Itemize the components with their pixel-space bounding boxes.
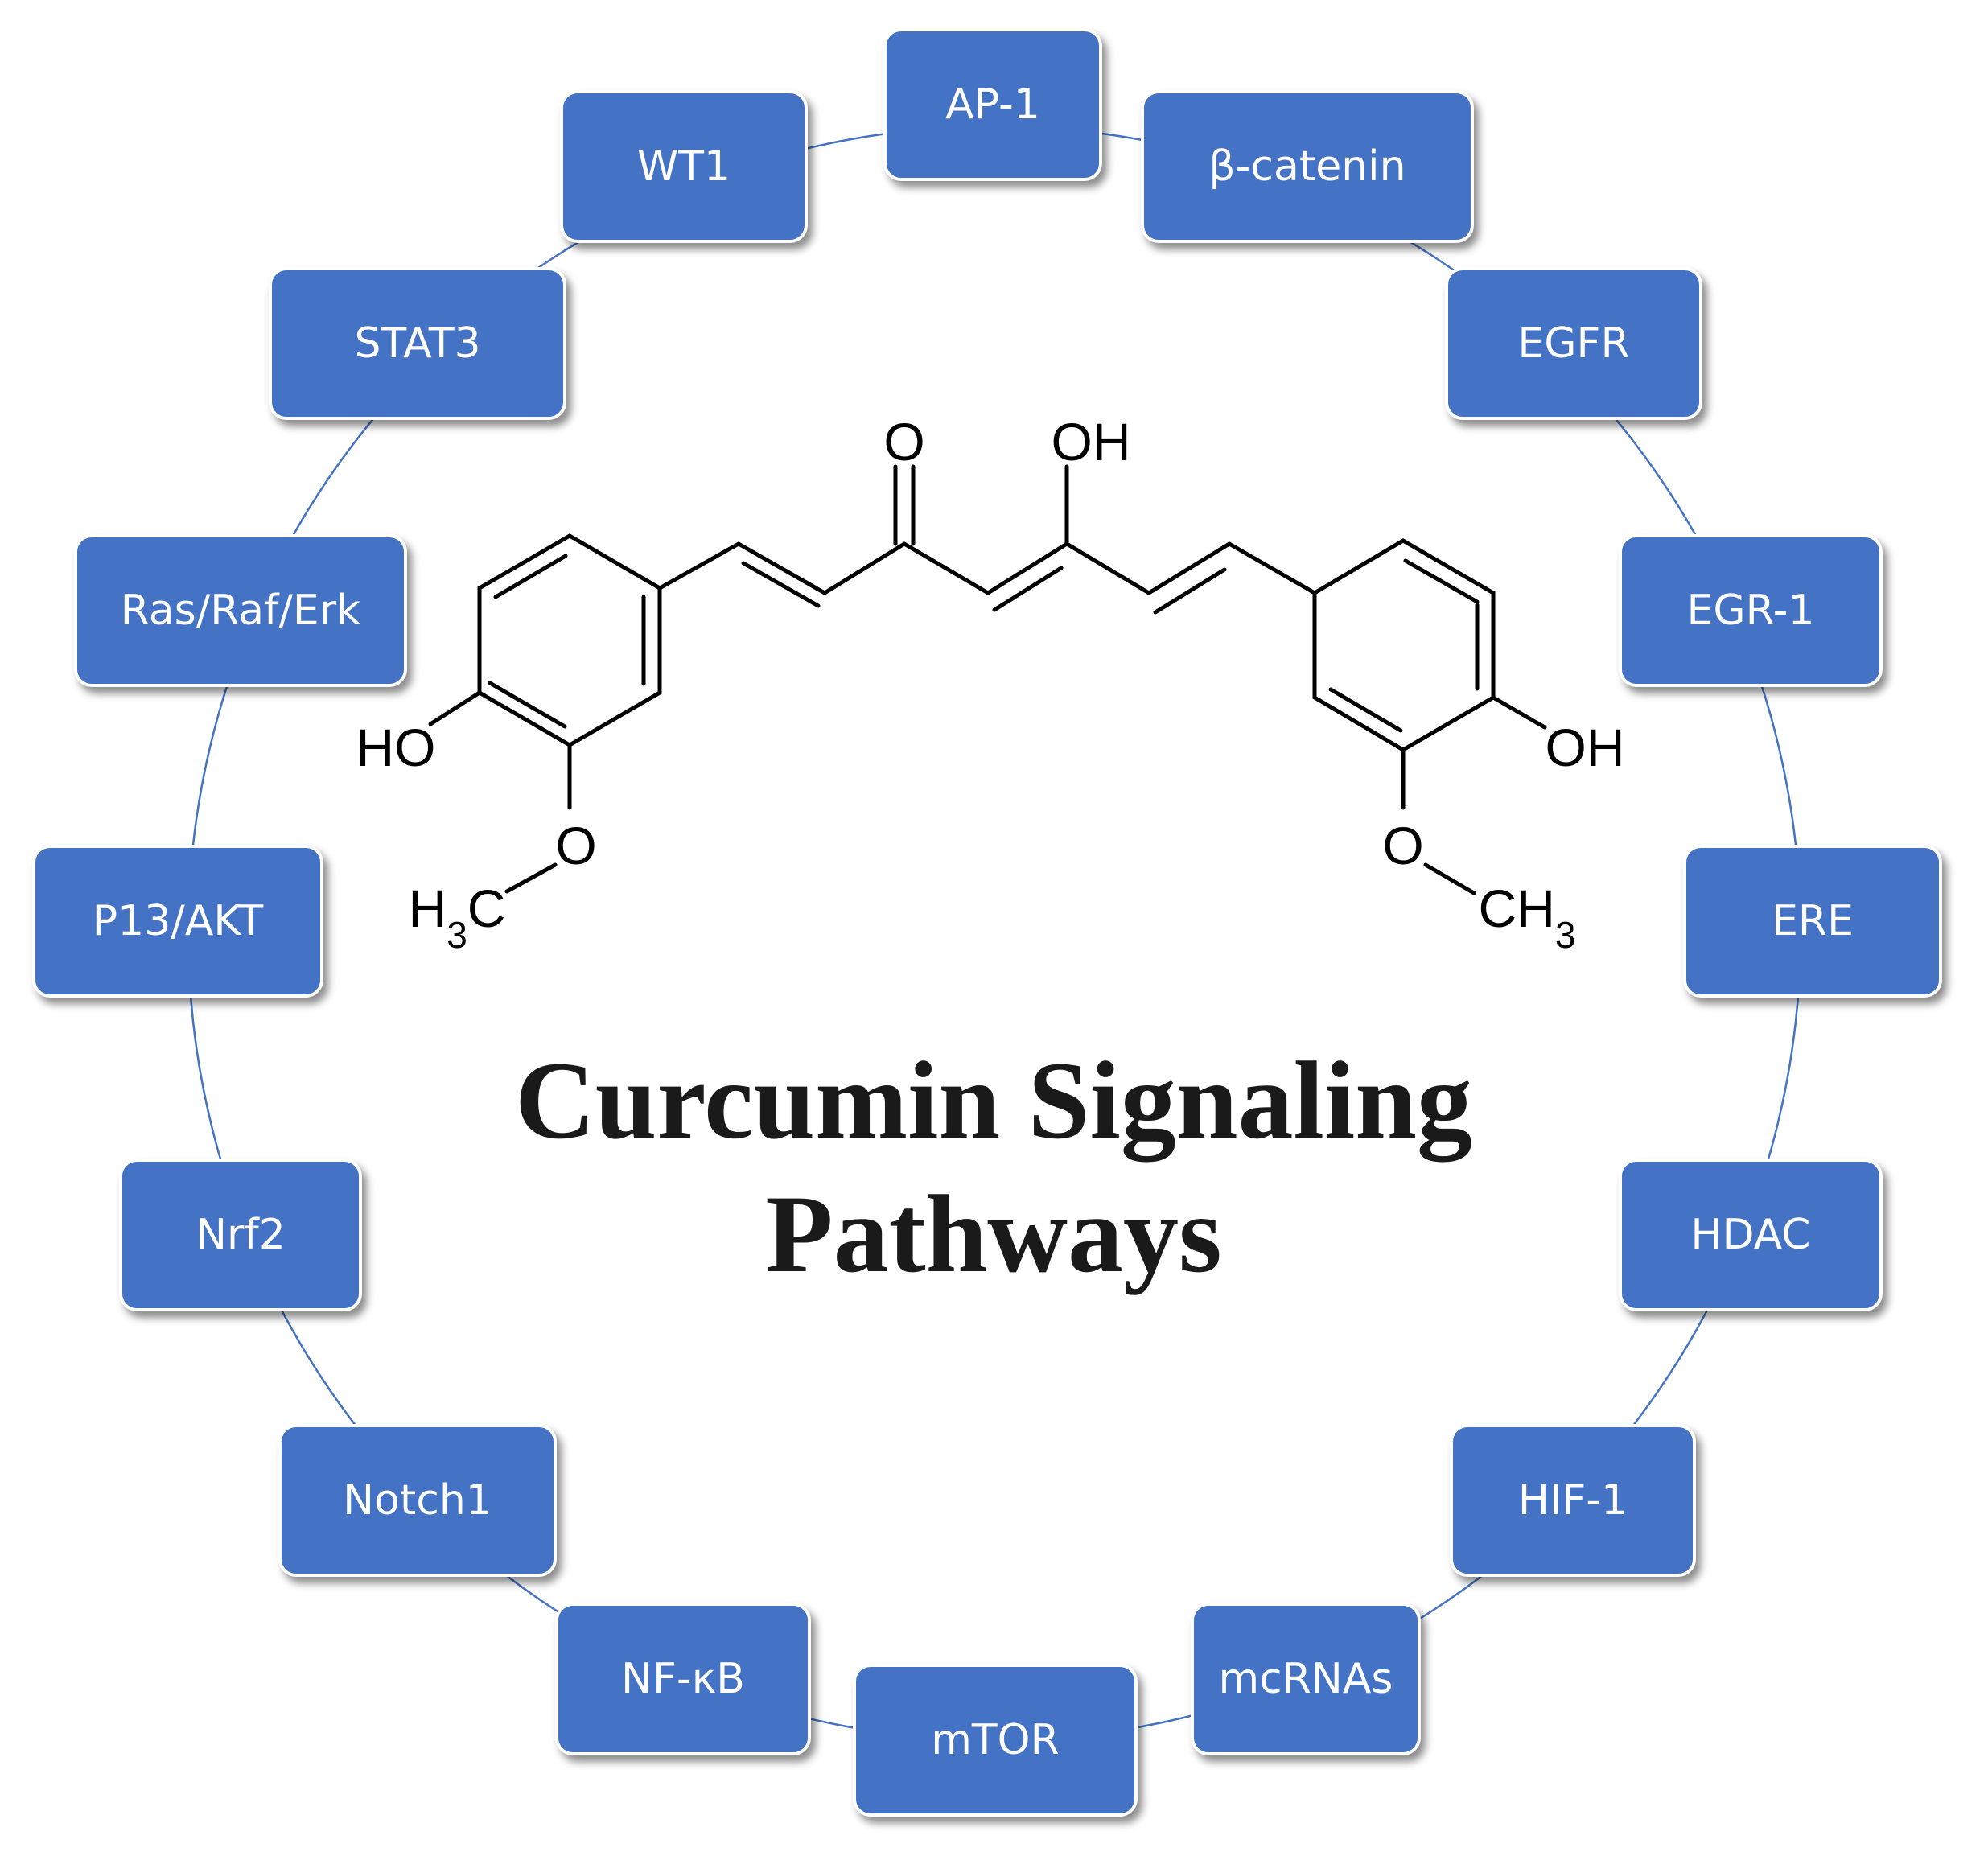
node-ere[interactable]: ERE <box>1683 845 1942 998</box>
node-label: ERE <box>1772 897 1854 945</box>
atom-right-methyl: CH3 <box>1479 879 1576 956</box>
node-ap1[interactable]: AP-1 <box>883 28 1102 181</box>
node-nfkb[interactable]: NF-κB <box>555 1603 811 1755</box>
node-label: Notch1 <box>343 1476 492 1525</box>
atom-right-ether-oxygen: O <box>1382 816 1423 875</box>
node-label: HIF-1 <box>1517 1476 1628 1525</box>
node-label: EGR-1 <box>1686 586 1815 635</box>
node-stat3[interactable]: STAT3 <box>269 267 566 420</box>
node-label: mTOR <box>931 1716 1060 1764</box>
diagram-title: Curcumin Signaling Pathways <box>430 1034 1557 1301</box>
atom-left-hydroxyl: HO <box>356 718 436 777</box>
node-mcrnas[interactable]: mcRNAs <box>1191 1603 1421 1755</box>
node-label: Nrf2 <box>196 1211 286 1259</box>
node-label: P13/AKT <box>92 897 264 945</box>
atom-right-hydroxyl: OH <box>1546 718 1625 777</box>
title-line-2: Pathways <box>765 1172 1222 1295</box>
node-label: Ras/Raf/Erk <box>120 586 361 635</box>
curcumin-bonds <box>428 464 1547 895</box>
node-hdac[interactable]: HDAC <box>1619 1159 1883 1311</box>
node-ras-raf-erk[interactable]: Ras/Raf/Erk <box>74 534 407 687</box>
node-egr1[interactable]: EGR-1 <box>1619 534 1883 687</box>
atom-enol-hydroxyl: OH <box>1052 412 1131 471</box>
node-label: EGFR <box>1517 319 1630 368</box>
node-label: AP-1 <box>945 80 1040 129</box>
atom-keto-oxygen: O <box>883 412 924 471</box>
title-line-1: Curcumin Signaling <box>515 1039 1472 1162</box>
atom-left-ether-oxygen: O <box>555 816 596 875</box>
node-beta-catenin[interactable]: β-catenin <box>1141 90 1474 243</box>
node-label: NF-κB <box>621 1655 745 1703</box>
node-label: WT1 <box>636 142 731 191</box>
node-egfr[interactable]: EGFR <box>1445 267 1702 420</box>
node-notch1[interactable]: Notch1 <box>278 1424 557 1577</box>
node-label: HDAC <box>1690 1211 1811 1259</box>
node-p13akt[interactable]: P13/AKT <box>32 845 323 998</box>
node-mtor[interactable]: mTOR <box>853 1664 1138 1817</box>
atom-left-methyl: H3C <box>409 879 506 956</box>
node-label: β-catenin <box>1208 142 1406 191</box>
node-nrf2[interactable]: Nrf2 <box>119 1159 362 1311</box>
node-label: STAT3 <box>354 319 481 368</box>
node-hif1[interactable]: HIF-1 <box>1450 1424 1696 1577</box>
node-wt1[interactable]: WT1 <box>560 90 808 243</box>
node-label: mcRNAs <box>1218 1655 1393 1703</box>
